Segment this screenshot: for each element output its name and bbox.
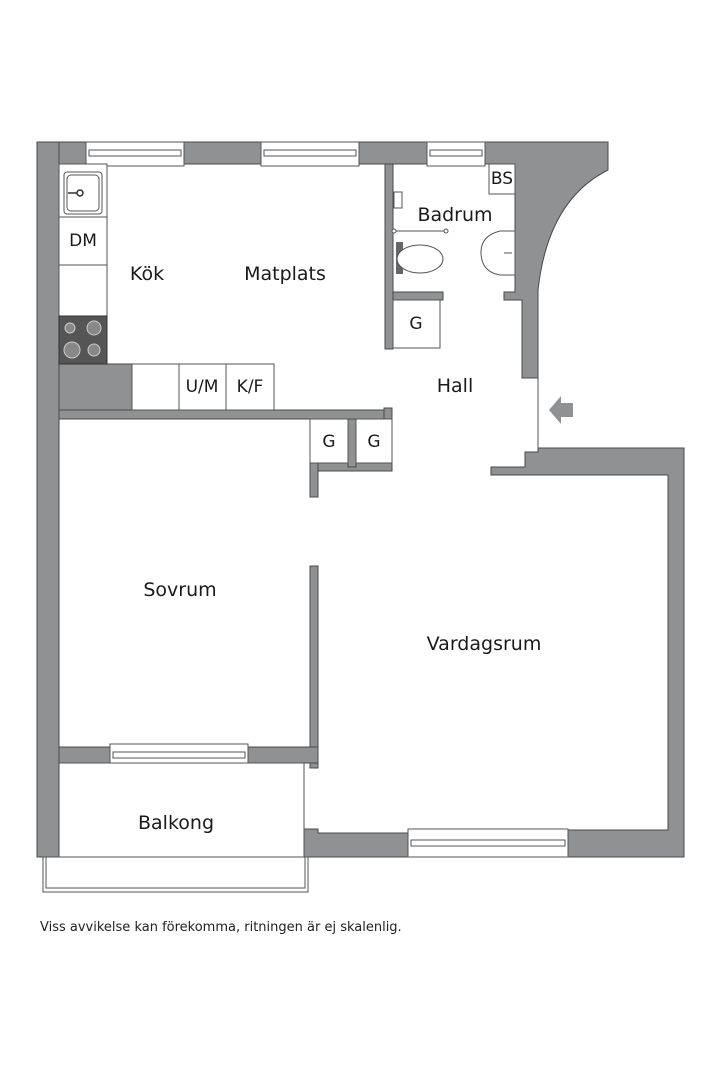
room-label-dining: Matplats bbox=[244, 263, 326, 285]
hall-wardrobes bbox=[309, 418, 393, 464]
disclaimer-text: Viss avvikelse kan förekomma, ritningen … bbox=[40, 920, 402, 935]
room-label-balcony: Balkong bbox=[137, 812, 215, 834]
room-label-bathroom: Badrum bbox=[417, 204, 493, 226]
room-label-kitchen: Kök bbox=[129, 263, 165, 285]
fixture-label-wardrobe-2: G bbox=[367, 432, 381, 452]
stove-icon bbox=[58, 315, 108, 365]
windows bbox=[85, 141, 569, 858]
bathroom-fixtures bbox=[391, 163, 516, 349]
fixture-label-dishwasher: DM bbox=[69, 231, 97, 251]
fixture-label-fridge-freezer: K/F bbox=[236, 377, 264, 397]
fixture-label-wardrobe-bath: G bbox=[409, 314, 423, 334]
fixture-label-wardrobe-1: G bbox=[322, 432, 336, 452]
entrance-arrow-icon bbox=[549, 396, 573, 424]
toilet-icon bbox=[396, 242, 444, 274]
balcony bbox=[42, 762, 309, 893]
washbasin-icon bbox=[480, 230, 516, 276]
fixture-label-laundry-cabinet: BS bbox=[490, 169, 514, 189]
room-label-living-room: Vardagsrum bbox=[426, 633, 542, 655]
kitchen-fixtures bbox=[58, 163, 275, 411]
shower-icon bbox=[393, 191, 403, 209]
fixture-label-oven-micro: U/M bbox=[185, 377, 219, 397]
room-label-hall: Hall bbox=[436, 375, 474, 397]
room-label-bedroom: Sovrum bbox=[143, 579, 217, 601]
